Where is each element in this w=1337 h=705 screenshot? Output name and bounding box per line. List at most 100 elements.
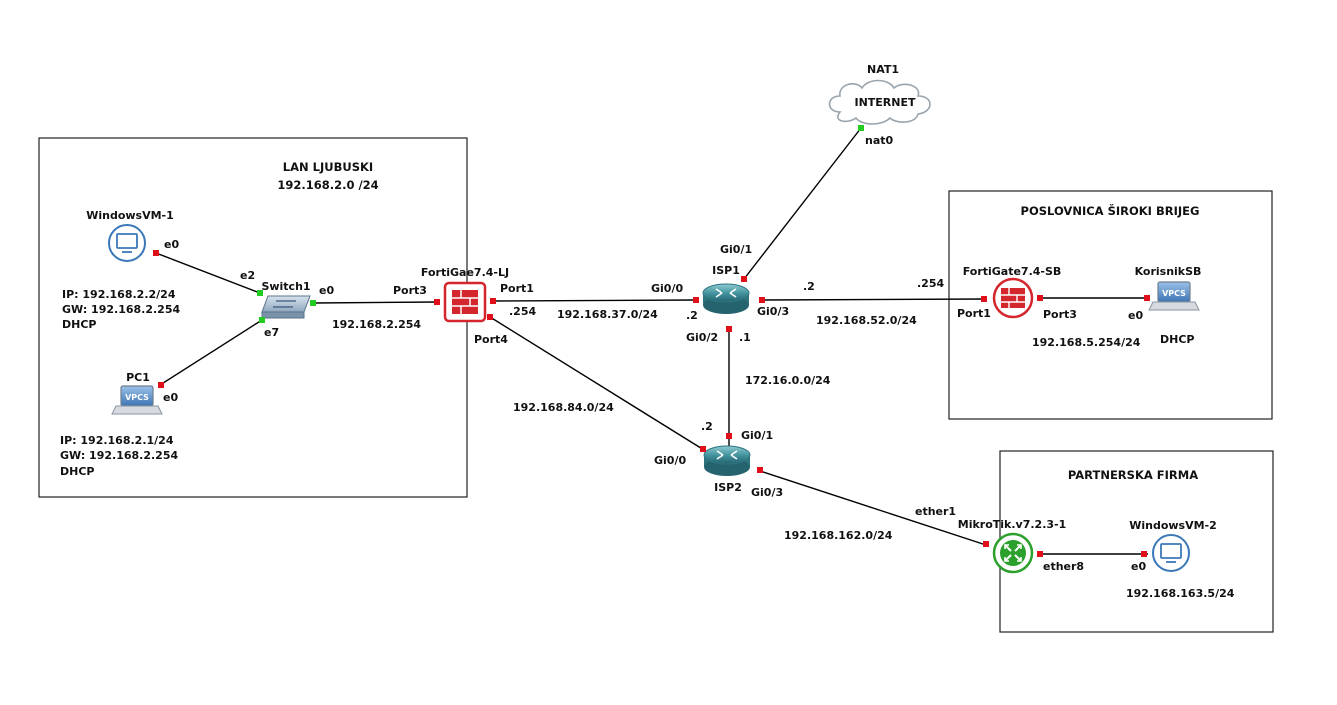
korisniksb-node[interactable]: VPCS <box>1148 281 1200 311</box>
port-label: Gi0/1 <box>741 429 773 442</box>
port-label: Gi0/3 <box>757 305 789 318</box>
monitor-icon <box>108 224 146 262</box>
lan-ljubuski-title: LAN LJUBUSKI <box>283 160 373 174</box>
port-marker[interactable] <box>310 300 316 306</box>
port-marker[interactable] <box>700 446 706 452</box>
port-marker[interactable] <box>434 299 440 305</box>
vpcs-icon: VPCS <box>1148 281 1200 311</box>
fortigate-sb-node[interactable] <box>992 277 1034 319</box>
fortigate-sb-host: .254 <box>917 277 944 290</box>
port-marker[interactable] <box>757 467 763 473</box>
switch1-label: Switch1 <box>261 280 310 293</box>
pc1-dhcp: DHCP <box>60 465 94 478</box>
port-marker[interactable] <box>1037 551 1043 557</box>
mikrotik-icon <box>992 532 1034 574</box>
port-label: nat0 <box>865 134 894 147</box>
link-fortigate-lj-isp1[interactable] <box>491 299 698 302</box>
nat1-label: NAT1 <box>867 63 899 76</box>
windowsvm-1-label: WindowsVM-1 <box>86 209 174 222</box>
port-label: e2 <box>240 269 255 282</box>
port-marker[interactable] <box>726 326 732 332</box>
partner-title: PARTNERSKA FIRMA <box>1068 468 1198 482</box>
partner-lan-ip: 192.168.163.5/24 <box>1126 587 1235 600</box>
vpcs-icon: VPCS <box>111 385 163 415</box>
link-isp1-nat1[interactable] <box>743 127 862 280</box>
windowsvm-1-node[interactable] <box>108 224 146 262</box>
port-marker[interactable] <box>741 276 747 282</box>
net-partner: 192.168.162.0/24 <box>784 529 893 542</box>
firewall-icon <box>443 281 487 323</box>
link-isp2-mikrotik[interactable] <box>759 470 987 546</box>
isp2-node[interactable] <box>703 445 751 476</box>
link-pc1-switch1[interactable] <box>159 319 263 386</box>
windowsvm-2-node[interactable] <box>1152 534 1190 572</box>
port-label: Gi0/3 <box>751 486 783 499</box>
port-marker[interactable] <box>487 314 493 320</box>
pc1-label: PC1 <box>126 371 150 384</box>
sb-dhcp: DHCP <box>1160 333 1194 346</box>
korisniksb-label: KorisnikSB <box>1135 265 1202 278</box>
port-marker[interactable] <box>153 250 159 256</box>
net-isp-core: 172.16.0.0/24 <box>745 374 831 387</box>
windowsvm-1-dhcp: DHCP <box>62 318 96 331</box>
port-marker[interactable] <box>259 317 265 323</box>
port-marker[interactable] <box>1037 295 1043 301</box>
port-label: e0 <box>1128 309 1143 322</box>
sb-lan-ip: 192.168.5.254/24 <box>1032 336 1141 349</box>
port-label: Gi0/0 <box>654 454 686 467</box>
port-label: Gi0/1 <box>720 243 752 256</box>
lan-ljubuski-subnet: 192.168.2.0 /24 <box>277 178 378 192</box>
monitor-icon <box>1152 534 1190 572</box>
link-winvm1-switch1[interactable] <box>155 252 261 294</box>
link-switch1-fortigate-lj[interactable] <box>312 301 438 304</box>
cloud-icon <box>828 79 931 125</box>
port-label: e0 <box>164 238 179 251</box>
port-label: Gi0/2 <box>686 331 718 344</box>
windowsvm-1-gw: GW: 192.168.2.254 <box>62 303 180 316</box>
link-fortigate-lj-isp2[interactable] <box>489 316 705 451</box>
port-label: Port1 <box>957 307 991 320</box>
port-marker[interactable] <box>693 297 699 303</box>
link-isp1-fortigate-sb[interactable] <box>761 298 985 301</box>
net-isp2: 192.168.84.0/24 <box>513 401 614 414</box>
mikrotik-label: MikroTik.v7.2.3-1 <box>958 518 1067 531</box>
switch1-node[interactable] <box>261 295 311 319</box>
pc1-node[interactable]: VPCS <box>111 385 163 415</box>
port-label: ether8 <box>1043 560 1084 573</box>
port-marker[interactable] <box>726 433 732 439</box>
isp1-node[interactable] <box>702 283 750 314</box>
port-label: ether1 <box>915 505 956 518</box>
net-sb: 192.168.52.0/24 <box>816 314 917 327</box>
port-label: Port3 <box>1043 308 1077 321</box>
port-marker[interactable] <box>1144 295 1150 301</box>
port-marker[interactable] <box>1141 551 1147 557</box>
port-marker[interactable] <box>858 125 864 131</box>
mikrotik-node[interactable] <box>992 532 1034 574</box>
isp2-label: ISP2 <box>714 481 742 494</box>
port-marker[interactable] <box>257 290 263 296</box>
fortigate-lj-node[interactable] <box>443 281 487 323</box>
fortigate-port1-host: .254 <box>509 305 536 318</box>
port-label: e0 <box>1131 560 1146 573</box>
isp1-gi00-host: .2 <box>686 309 698 322</box>
net-isp1: 192.168.37.0/24 <box>557 308 658 321</box>
poslovnica-title: POSLOVNICA ŠIROKI BRIJEG <box>1021 203 1200 218</box>
windowsvm-1-ip: IP: 192.168.2.2/24 <box>62 288 176 301</box>
port-label: e0 <box>163 391 178 404</box>
port-marker[interactable] <box>158 382 164 388</box>
switch-icon <box>261 295 311 319</box>
port-label: e7 <box>264 326 279 339</box>
port-label: Port3 <box>393 284 427 297</box>
fortigate-lj-label: FortiGae7.4-LJ <box>421 266 509 279</box>
pc1-vpcs-badge: VPCS <box>125 393 149 402</box>
port-marker[interactable] <box>490 298 496 304</box>
isp1-label: ISP1 <box>712 264 740 277</box>
port-label: Port1 <box>500 282 534 295</box>
fortigate-sb-label: FortiGate7.4-SB <box>963 265 1062 278</box>
port-marker[interactable] <box>759 297 765 303</box>
nat1-node[interactable]: INTERNET <box>828 79 931 125</box>
port-marker[interactable] <box>981 296 987 302</box>
port-marker[interactable] <box>983 541 989 547</box>
nat1-cloud-label: INTERNET <box>854 96 916 109</box>
